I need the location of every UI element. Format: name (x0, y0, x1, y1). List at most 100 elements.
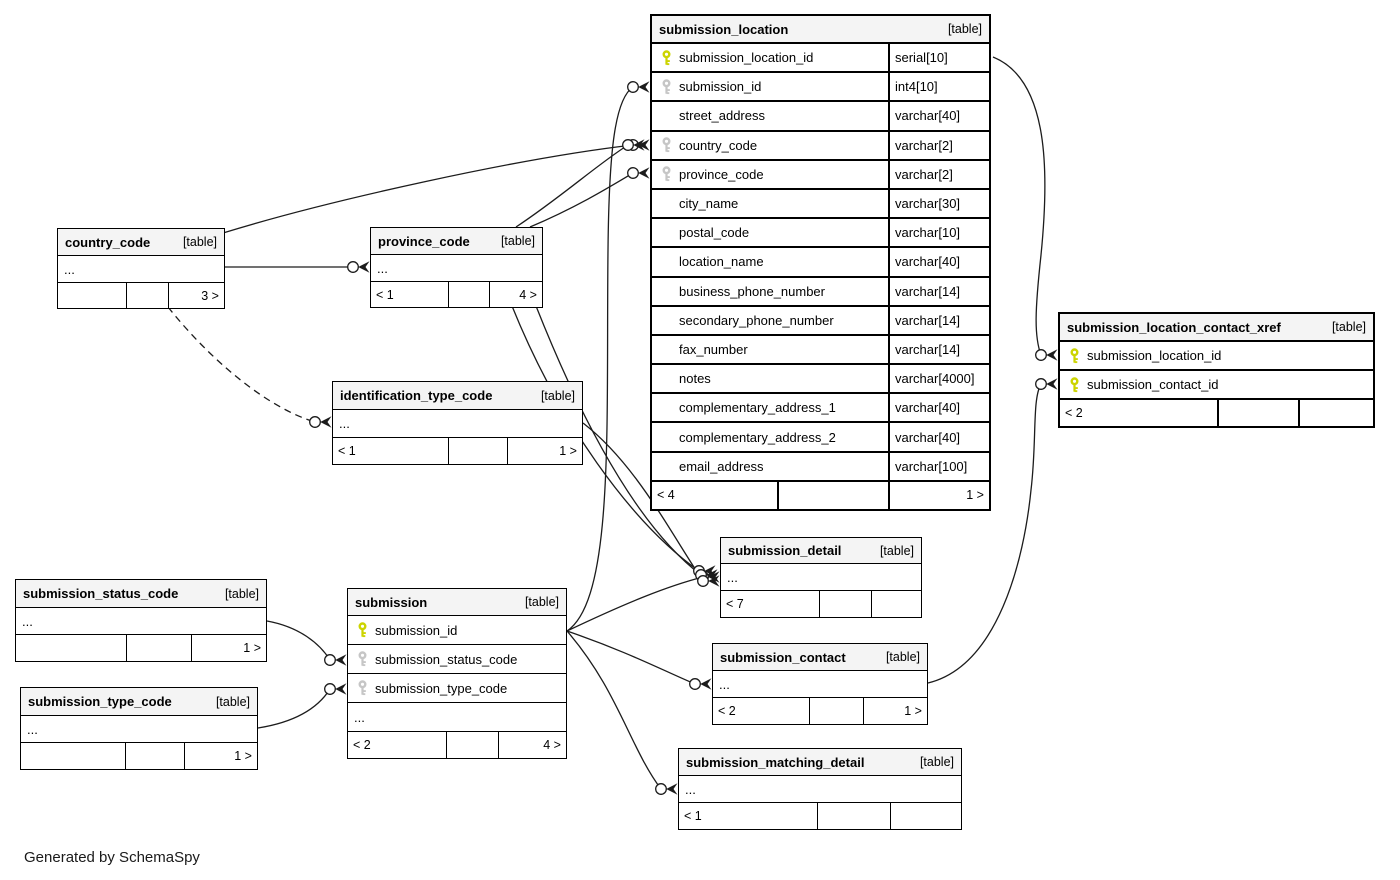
column-name-cell: email_address (652, 453, 888, 480)
primary-key-icon (1070, 347, 1079, 363)
table-tag: [table] (215, 694, 250, 709)
table-header: submission_location_contact_xref[table] (1060, 314, 1373, 342)
crow-foot-dot-marker (324, 683, 347, 695)
foreign-key-icon (358, 651, 367, 667)
footer-spacer-cell (817, 803, 890, 829)
table-tag: [table] (919, 755, 954, 769)
column-type: varchar[40] (888, 423, 989, 451)
relationship-edge (566, 630, 696, 685)
column-name-cell: city_name (652, 190, 888, 217)
footer-spacer-cell (447, 438, 508, 464)
table-country_code[interactable]: country_code[table]...3 > (57, 228, 225, 309)
column-name-cell: complementary_address_1 (652, 394, 888, 421)
relationship-edge (257, 688, 331, 729)
footer-child-count (871, 591, 921, 617)
relationship-edge (566, 630, 662, 790)
column-name-cell: province_code (652, 161, 888, 188)
foreign-key-icon (662, 79, 671, 94)
table-tag: [table] (885, 650, 920, 664)
column-name: ... (685, 781, 696, 797)
crow-foot-dot-marker (655, 783, 678, 795)
table-submission_detail[interactable]: submission_detail[table]...< 7 (720, 537, 922, 618)
relationship-edge (992, 56, 1046, 356)
table-submission[interactable]: submission[table] submission_id submission… (347, 588, 567, 759)
table-submission_type_code[interactable]: submission_type_code [table]...1 > (20, 687, 258, 770)
table-header: submission_status_code[table] (16, 580, 266, 608)
footer-child-count: 1 > (887, 481, 989, 509)
column-name: complementary_address_1 (679, 400, 836, 416)
table-tag: [table] (524, 595, 559, 609)
footer-fk-count: < 1 (376, 287, 394, 302)
crow-foot-dot-marker (309, 416, 332, 428)
column-type: varchar[14] (888, 335, 989, 364)
table-submission_matching_detail[interactable]: submission_matching_detail [table]... < 1 (678, 748, 962, 830)
column-name-cell: secondary_phone_number (652, 307, 888, 334)
column-name: street_address (679, 108, 765, 124)
column-name: country_code (679, 137, 758, 153)
crow-foot-dot-marker (324, 654, 347, 666)
column-name: submission_contact_id (1087, 377, 1219, 392)
table-name: submission_status_code (23, 586, 179, 601)
column-name: complementary_address_2 (679, 429, 836, 445)
crow-foot-dot-marker (627, 139, 650, 151)
crow-foot-dot-marker (695, 569, 718, 581)
column-name: submission_id (375, 622, 458, 638)
column-type: varchar[14] (888, 277, 989, 305)
table-header: province_code[table] (371, 228, 542, 255)
relationship-edge (167, 306, 316, 423)
column-type: varchar[40] (888, 248, 989, 276)
column-type: varchar[100] (888, 452, 989, 480)
footer-child-count: 3 > (167, 283, 224, 308)
column-name-cell: ... (21, 716, 257, 742)
column-row: submission_location_id (1060, 342, 1373, 371)
table-footer: < 1 (679, 803, 961, 829)
footer-child-count (890, 803, 961, 829)
column-name-cell: ... (16, 608, 266, 634)
table-header: submission[table] (348, 589, 566, 616)
column-name: submission_location_id (1087, 348, 1222, 363)
column-name: ... (64, 261, 75, 277)
column-row: ... (21, 716, 257, 743)
column-row: ... (713, 671, 927, 698)
table-footer: < 7 (721, 591, 921, 617)
table-submission_location[interactable]: submission_location[table]submission_loc… (650, 14, 991, 511)
footer-fk-count (21, 743, 125, 769)
footer-spacer-cell (1216, 400, 1298, 426)
table-submission_location_contact_xref[interactable]: submission_location_contact_xref[table]s… (1058, 312, 1375, 428)
crow-foot-dot-marker (627, 167, 650, 179)
table-name: submission_matching_detail (686, 754, 865, 770)
table-tag: [table] (540, 388, 575, 403)
table-name: submission_detail (728, 543, 842, 558)
footer-child-count: 1 > (191, 635, 266, 661)
table-submission_status_code[interactable]: submission_status_code[table]...1 > (15, 579, 267, 662)
table-tag: [table] (947, 22, 982, 36)
generated-by-note: Generated by SchemaSpy (24, 849, 200, 866)
table-footer: 1 > (21, 743, 257, 769)
column-name-cell: ... (333, 410, 582, 437)
column-name-cell: submission_status_code (348, 645, 566, 673)
crow-foot-dot-marker (622, 139, 645, 151)
column-type: int4[10] (888, 73, 989, 101)
foreign-key-icon (662, 166, 671, 182)
table-name: submission_type_code (28, 694, 172, 709)
column-name: province_code (679, 166, 764, 182)
column-name: email_address (679, 458, 764, 474)
footer-spacer-cell (819, 591, 871, 617)
foreign-key-icon (358, 680, 367, 696)
